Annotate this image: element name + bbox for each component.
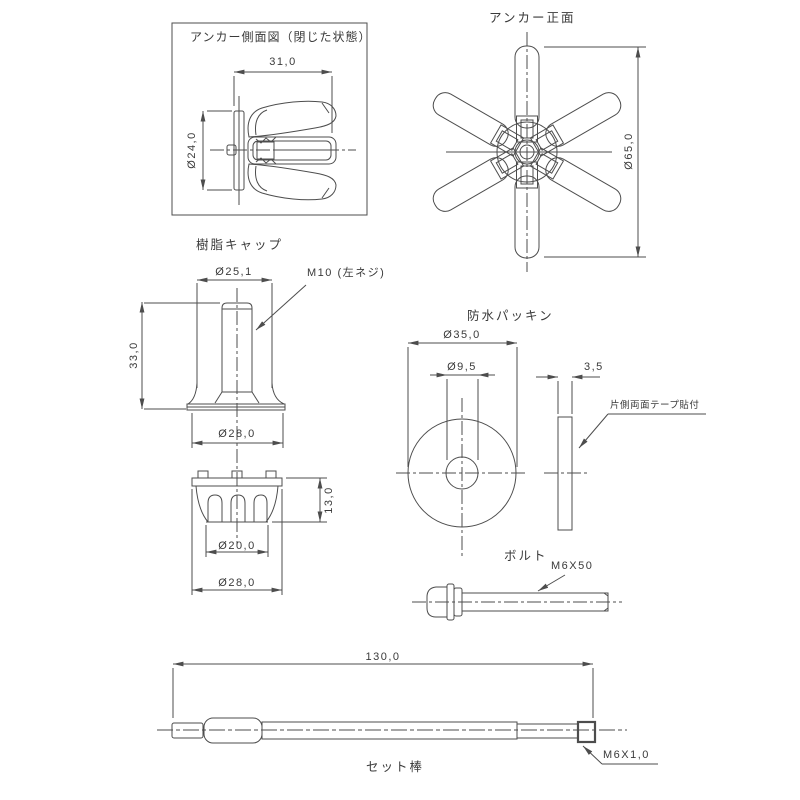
packing-front-view-drawing	[396, 340, 528, 556]
cap-top-diameter-dim: Ø25,1	[215, 266, 253, 278]
rod-thread-label: M6X1,0	[603, 749, 650, 761]
side-view-title: アンカー側面図（閉じた状態）	[190, 30, 372, 44]
front-view-diameter-dim: Ø65,0	[622, 132, 635, 170]
bolt-size-label: M6X50	[551, 560, 594, 572]
anchor-side-view-drawing	[171, 22, 368, 216]
anchor-hinge-blocks	[489, 115, 565, 189]
resin-cap-drawing	[139, 277, 307, 545]
anchor-blades	[432, 45, 622, 259]
cap-height-dim: 33,0	[127, 341, 140, 369]
crown-inner-diameter-dim: Ø20,0	[218, 540, 256, 552]
cap-bottom-view-drawing	[191, 470, 327, 595]
set-rod-drawing	[157, 661, 658, 765]
anchor-front-view-drawing	[432, 32, 646, 272]
crown-outer-diameter-dim: Ø28,0	[218, 577, 256, 589]
bolt-drawing	[412, 574, 622, 621]
side-view-width-dim: 31,0	[269, 56, 297, 68]
packing-side-view-drawing	[536, 374, 706, 531]
packing-hole-diameter-dim: Ø9,5	[447, 361, 477, 373]
packing-thickness-dim: 3,5	[584, 361, 604, 373]
packing-outer-diameter-dim: Ø35,0	[443, 329, 481, 341]
rod-length-dim: 130,0	[365, 651, 401, 663]
cap-base-diameter-dim: Ø28,0	[218, 428, 256, 440]
cap-thread-note: M10 (左ネジ)	[307, 267, 386, 279]
packing-tape-note: 片側両面テープ貼付	[610, 400, 700, 411]
crown-height-dim: 13,0	[322, 486, 335, 514]
bolt-title: ボルト	[504, 549, 548, 563]
side-view-diameter-dim: Ø24,0	[185, 131, 198, 169]
rod-title: セット棒	[366, 760, 425, 774]
front-view-title: アンカー正面	[489, 11, 576, 25]
packing-title: 防水パッキン	[467, 309, 554, 323]
resin-cap-title: 樹脂キャップ	[196, 238, 284, 252]
